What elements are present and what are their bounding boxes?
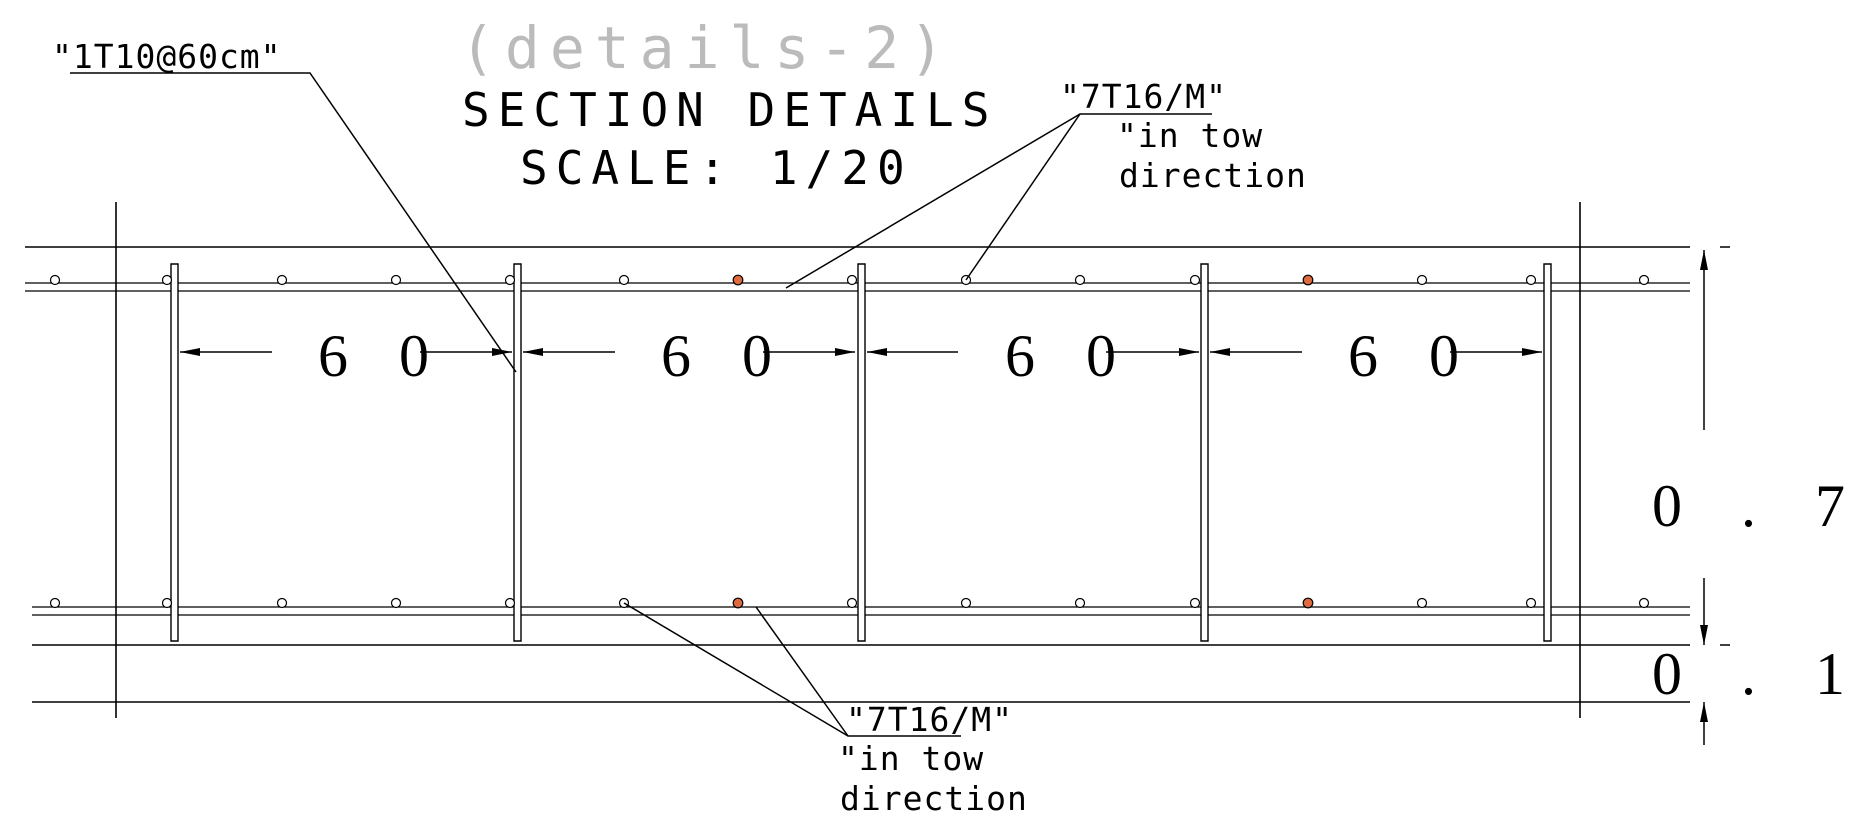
bottom-rebars — [49, 597, 1650, 609]
stirrup-4 — [1201, 264, 1208, 641]
bottom-rebar-highlighted — [732, 597, 744, 609]
stirrup-1 — [171, 264, 178, 641]
bottom-rebar — [504, 597, 516, 609]
stirrups — [171, 264, 1551, 641]
top-rebar — [1525, 274, 1537, 286]
height-dimension: 0 . 7 0 — [1652, 473, 1849, 539]
stirrup-2 — [514, 264, 521, 641]
bottom-rebar — [1638, 597, 1650, 609]
bottom-rebar — [49, 597, 61, 609]
bottom-rebar — [1074, 597, 1086, 609]
bottom-bar-label: "7T16/M" — [846, 700, 1013, 739]
cover-dimension: 0 . 1 0 — [1652, 641, 1849, 707]
top-rebar-highlighted — [1302, 274, 1314, 286]
bottom-rebar — [390, 597, 402, 609]
top-bar-leader-b — [966, 114, 1080, 280]
bottom-rebar — [1525, 597, 1537, 609]
stirrup-3 — [858, 264, 865, 641]
bottom-rebar — [1189, 597, 1201, 609]
top-bar-label: "7T16/M" — [1060, 77, 1227, 116]
bottom-rebar — [161, 597, 173, 609]
spacing-dimension-3: 6 0 — [1005, 323, 1134, 389]
top-rebar — [390, 274, 402, 286]
scale-label: SCALE: 1/20 — [520, 141, 913, 195]
top-rebar — [1074, 274, 1086, 286]
top-rebar — [504, 274, 516, 286]
top-rebar — [846, 274, 858, 286]
stirrup-5 — [1544, 264, 1551, 641]
top-rebar — [276, 274, 288, 286]
bottom-rebar-highlighted — [1302, 597, 1314, 609]
spacing-dimension-1: 6 0 — [318, 323, 447, 389]
top-rebar — [161, 274, 173, 286]
bottom-bar-leader-b — [756, 607, 848, 736]
spacing-dimension-2: 6 0 — [661, 323, 790, 389]
drawing-reference-title: (details-2) — [460, 14, 954, 82]
top-rebar — [1416, 274, 1428, 286]
stirrup-label: "1T10@60cm" — [52, 37, 282, 76]
bottom-rebar — [960, 597, 972, 609]
top-bar-note-line1: "in tow — [1117, 116, 1263, 155]
spacing-dimension-4: 6 0 — [1348, 323, 1477, 389]
top-rebar — [1638, 274, 1650, 286]
leader-lines — [70, 73, 1212, 736]
bottom-rebar — [276, 597, 288, 609]
bottom-bar-note-line2: direction — [840, 779, 1028, 818]
bottom-rebar — [1416, 597, 1428, 609]
top-bar-note-line2: direction — [1119, 156, 1307, 195]
section-details-title: SECTION DETAILS — [462, 83, 997, 137]
top-rebar — [1189, 274, 1201, 286]
top-rebar-highlighted — [732, 274, 744, 286]
stirrup-leader — [70, 73, 516, 372]
top-rebar — [49, 274, 61, 286]
top-rebar — [618, 274, 630, 286]
bottom-bar-note-line1: "in tow — [838, 739, 984, 778]
bottom-rebar — [846, 597, 858, 609]
top-rebars — [49, 274, 1650, 286]
vertical-dimensions — [1700, 247, 1730, 745]
